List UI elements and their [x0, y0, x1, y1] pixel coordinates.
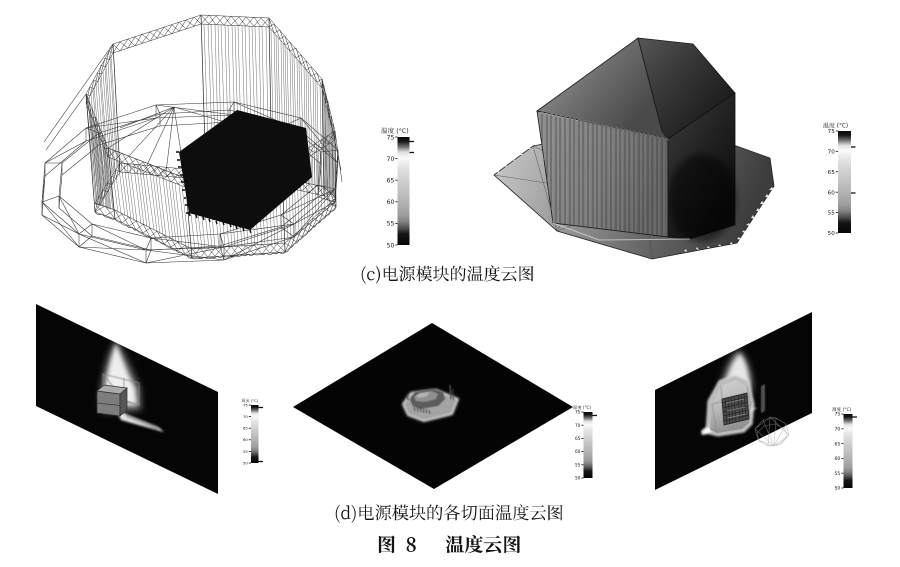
colorbar-tick-label: 70 — [828, 150, 836, 156]
colorbar-title: (°C)温度 (°C) — [381, 126, 409, 135]
drum-bottom-scallops — [94, 206, 337, 260]
colorbar-tick-label: 70 — [243, 414, 248, 419]
colorbar-tick-label: 55 — [828, 211, 836, 217]
panel-c-wireframe — [41, 14, 343, 264]
svg-text:(°C): (°C) — [251, 398, 259, 403]
colorbar-tick-label: 55 — [243, 449, 248, 454]
slice-contours — [701, 350, 765, 437]
module-box — [96, 384, 128, 417]
colorbar-gradient — [838, 131, 851, 233]
colorbar: (°C)温度 (°C)75 70 65 60 55 50 — [573, 405, 597, 481]
panel-d-slice-left — [36, 304, 218, 494]
svg-text:(°C): (°C) — [837, 124, 848, 130]
colorbar-tick-label: 70 — [834, 427, 840, 433]
colorbar-tick-label: 75 — [834, 412, 840, 418]
colorbar-tick-label: 60 — [387, 199, 395, 206]
colorbar: (°C)温度 (°C)75 70 65 60 55 50 — [381, 126, 414, 249]
colorbar-ticks: 75 70 65 60 55 50 — [575, 410, 597, 481]
colorbar-tick-label: 55 — [387, 221, 395, 228]
svg-text:(d)电源模块的各切面温度云图: (d)电源模块的各切面温度云图 — [334, 504, 565, 524]
colorbar-tick-label: 65 — [834, 441, 840, 447]
colorbar-tick-label: 75 — [243, 402, 248, 407]
svg-text:(°C): (°C) — [843, 407, 852, 413]
colorbar-gradient — [397, 137, 410, 245]
solid-body — [536, 37, 736, 242]
svg-text:(°C): (°C) — [583, 405, 592, 410]
colorbar-tick-label: 65 — [575, 436, 581, 441]
panel-d-slice-middle — [293, 323, 573, 489]
colorbar-tick-label: 75 — [828, 129, 836, 135]
colorbar-tick-label: 70 — [575, 423, 581, 428]
caption-c: (c)电源模块的温度云图 — [360, 265, 536, 285]
colorbar: (°C)温度 (°C)75 70 65 60 55 50 — [241, 398, 263, 465]
slice-contours — [96, 340, 164, 432]
colorbar-tick-label: 60 — [834, 456, 840, 462]
colorbar-tick-label: 70 — [387, 156, 395, 163]
inner-cone-fan — [107, 106, 226, 179]
colorbar-tick-label: 50 — [243, 460, 248, 465]
colorbar-title: (°C)温度 (°C) — [241, 398, 259, 403]
figure-caption: 图 8 温度云图 — [377, 535, 521, 557]
colorbar-tick-label: 65 — [243, 426, 248, 431]
colorbar-ticks: 75 70 65 60 55 50 — [834, 412, 857, 492]
colorbar-tick-label: 65 — [828, 170, 836, 176]
svg-text:图 8 温度云图: 图 8 温度云图 — [377, 535, 496, 557]
colorbar-tick-label: 55 — [834, 471, 840, 477]
colorbar-tick-label: 50 — [387, 242, 395, 249]
colorbar: (°C)温度 (°C)75 70 65 60 55 50 — [823, 122, 856, 237]
panel-c-solid — [493, 37, 775, 260]
colorbar-title: (°C)温度 (°C) — [832, 407, 852, 413]
colorbar-gradient — [583, 412, 593, 478]
drum-corner-posts — [85, 14, 337, 259]
colorbar-tick-label: 65 — [387, 178, 395, 185]
colorbar-tick-label: 50 — [834, 486, 840, 492]
colorbar-tick-label: 50 — [828, 231, 836, 237]
plate-rim-highlights — [496, 147, 774, 252]
colorbar-tick-label: 75 — [575, 410, 581, 415]
colorbar-ticks: 75 70 65 60 55 50 — [828, 129, 856, 237]
colorbar-tick-label: 60 — [575, 449, 581, 454]
colorbar-gradient — [251, 405, 259, 463]
colorbar-tick-label: 60 — [828, 190, 836, 196]
support-struts — [43, 43, 343, 183]
caption-d: (d)电源模块的各切面温度云图 — [334, 504, 565, 524]
colorbar-tick-label: 60 — [243, 437, 248, 442]
colorbar-ticks: 75 70 65 60 55 50 — [243, 402, 263, 465]
geodesic-wireframe — [754, 416, 790, 447]
colorbar-ticks: 75 70 65 60 55 50 — [387, 134, 414, 249]
power-module-hexagon — [176, 110, 312, 234]
svg-text:温度 (°C): 温度 (°C) — [381, 126, 409, 135]
colorbar-gradient — [843, 414, 853, 488]
module-hatched — [721, 392, 750, 426]
colorbar-tick-label: 75 — [387, 134, 395, 141]
colorbar: (°C)温度 (°C)75 70 65 60 55 50 — [832, 407, 857, 492]
colorbar-tick-label: 50 — [575, 476, 581, 481]
panel-d-slice-right — [655, 312, 812, 490]
svg-text:(c)电源模块的温度云图: (c)电源模块的温度云图 — [360, 265, 536, 285]
colorbar-title: (°C)温度 (°C) — [823, 122, 848, 130]
slice-contours — [402, 384, 459, 422]
colorbar-title: (°C)温度 (°C) — [573, 405, 592, 410]
svg-text:(°C): (°C) — [396, 127, 408, 135]
colorbar-tick-label: 55 — [575, 462, 581, 467]
